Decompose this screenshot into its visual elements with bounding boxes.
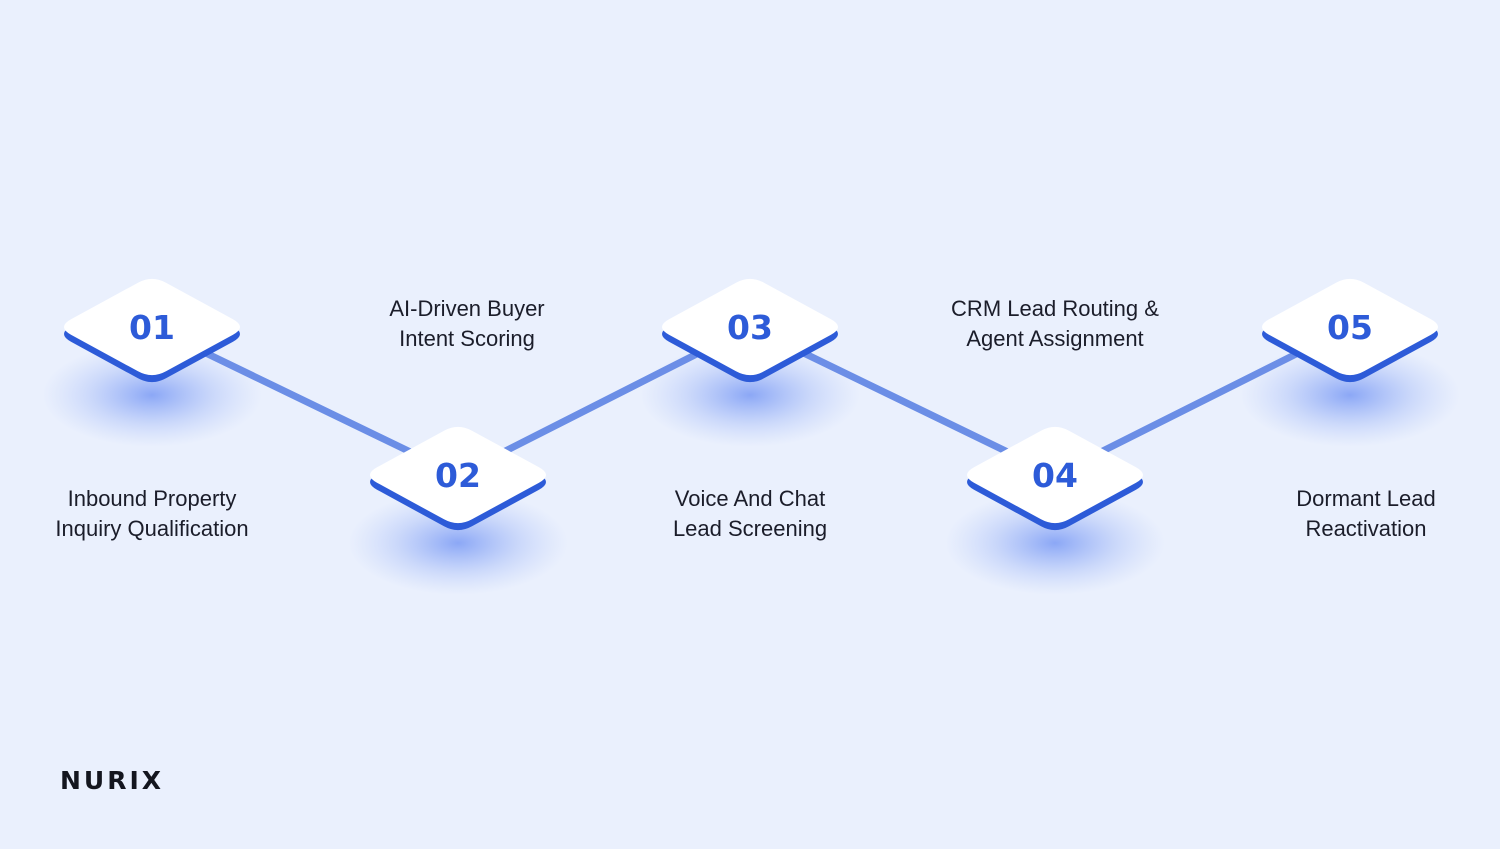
step-5-label: Dormant Lead Reactivation bbox=[1236, 484, 1496, 544]
step-4-label: CRM Lead Routing & Agent Assignment bbox=[925, 294, 1185, 354]
brand-logo: NURIX bbox=[60, 766, 165, 795]
step-5-label-line-1: Dormant Lead bbox=[1296, 486, 1436, 511]
tile-glow bbox=[42, 343, 262, 447]
tile-glow bbox=[1240, 343, 1460, 447]
step-5-label-line-2: Reactivation bbox=[1305, 516, 1427, 541]
step-3-label-line-2: Lead Screening bbox=[672, 516, 828, 541]
tile-glow bbox=[348, 491, 568, 595]
tile-face bbox=[64, 278, 240, 376]
step-tiles: 01 02 03 04 05 bbox=[42, 278, 1460, 595]
tile-face bbox=[370, 426, 546, 524]
tile-face bbox=[1262, 278, 1438, 376]
step-number: 03 bbox=[727, 308, 773, 347]
tile-glow bbox=[945, 491, 1165, 595]
step-number: 02 bbox=[435, 456, 481, 495]
step-tile-2: 02 bbox=[348, 426, 568, 595]
step-number: 04 bbox=[1032, 456, 1078, 495]
step-number: 05 bbox=[1327, 308, 1373, 347]
step-tile-5: 05 bbox=[1240, 278, 1460, 447]
step-1-label: Inbound Property Inquiry Qualification bbox=[22, 484, 282, 544]
step-4-label-line-2: Agent Assignment bbox=[966, 326, 1144, 351]
step-2-label-line-2: Intent Scoring bbox=[399, 326, 535, 351]
step-2-label-line-1: AI-Driven Buyer bbox=[389, 296, 545, 321]
step-2-label: AI-Driven Buyer Intent Scoring bbox=[337, 294, 597, 354]
step-tile-1: 01 bbox=[42, 278, 262, 447]
step-1-label-line-1: Inbound Property bbox=[67, 486, 237, 511]
step-3-label-line-1: Voice And Chat bbox=[674, 486, 826, 511]
tile-glow bbox=[640, 343, 860, 447]
step-4-label-line-1: CRM Lead Routing & bbox=[951, 296, 1159, 321]
step-tile-4: 04 bbox=[945, 426, 1165, 595]
step-number: 01 bbox=[129, 308, 175, 347]
tile-face bbox=[967, 426, 1143, 524]
step-3-label: Voice And Chat Lead Screening bbox=[620, 484, 880, 544]
step-1-label-line-2: Inquiry Qualification bbox=[55, 516, 249, 541]
tile-face bbox=[662, 278, 838, 376]
step-tile-3: 03 bbox=[640, 278, 860, 447]
